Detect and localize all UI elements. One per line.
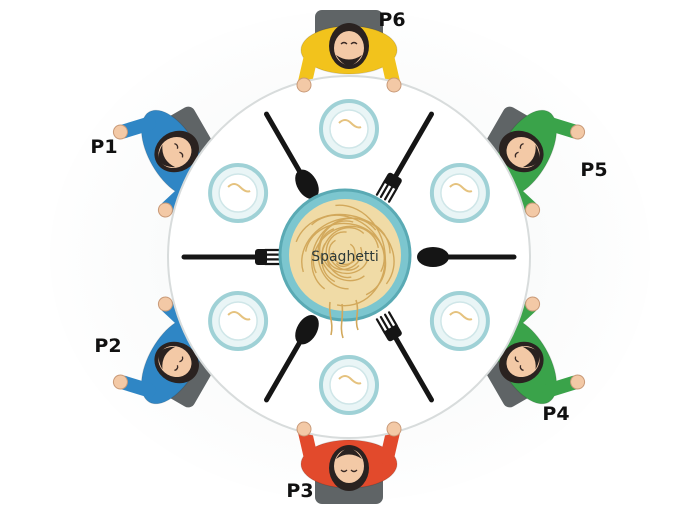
hands-p5 bbox=[525, 124, 586, 218]
face bbox=[334, 449, 364, 483]
eyes bbox=[514, 356, 524, 372]
eyes bbox=[174, 356, 184, 372]
right-hand bbox=[386, 77, 402, 93]
left-hand bbox=[570, 374, 586, 390]
eyes bbox=[340, 41, 358, 45]
utensils bbox=[181, 111, 517, 403]
right-hand bbox=[570, 124, 586, 140]
spoon-bowl bbox=[295, 169, 319, 200]
plate-p5 bbox=[429, 163, 490, 223]
fork-5 bbox=[181, 248, 283, 266]
plate-p4 bbox=[429, 291, 490, 351]
spaghetti-bowl: Spaghetti bbox=[278, 188, 412, 339]
pasta-sauce bbox=[449, 311, 473, 321]
face bbox=[158, 345, 192, 378]
hands-p2 bbox=[112, 296, 173, 390]
philosopher-p3 bbox=[298, 425, 400, 504]
pasta-sauce bbox=[227, 183, 251, 193]
plate-p3 bbox=[319, 355, 379, 415]
spoon-6 bbox=[264, 111, 319, 200]
plates bbox=[208, 99, 490, 415]
left-hand bbox=[157, 296, 173, 312]
plate-p2 bbox=[208, 291, 269, 351]
fork-1 bbox=[375, 111, 434, 203]
fork-3 bbox=[375, 311, 434, 403]
face bbox=[506, 136, 540, 169]
spoon-4 bbox=[264, 314, 319, 403]
hands-p4 bbox=[525, 296, 586, 390]
beard bbox=[336, 448, 362, 459]
noodle-strands bbox=[295, 204, 395, 307]
pasta-sauce bbox=[449, 183, 473, 193]
beard bbox=[336, 55, 362, 66]
right-hand bbox=[112, 374, 128, 390]
right-hand bbox=[296, 421, 312, 437]
eyes bbox=[174, 142, 184, 158]
label-p3: P3 bbox=[286, 480, 313, 502]
label-p2: P2 bbox=[94, 335, 121, 357]
pasta-sauce bbox=[338, 119, 362, 129]
fork-handle bbox=[390, 330, 434, 403]
left-hand bbox=[112, 124, 128, 140]
right-arm bbox=[541, 116, 582, 139]
plate-center bbox=[440, 173, 480, 213]
plate-p1 bbox=[208, 163, 269, 223]
beard bbox=[522, 346, 540, 370]
beard bbox=[158, 144, 176, 168]
hands bbox=[112, 77, 586, 437]
hands-p1 bbox=[112, 124, 173, 218]
spoon-bowl bbox=[417, 247, 449, 267]
plate-center bbox=[218, 173, 258, 213]
fork-handle bbox=[390, 111, 434, 184]
spoon-2 bbox=[417, 247, 517, 267]
hanging-noodles bbox=[328, 299, 359, 339]
face bbox=[506, 345, 540, 378]
label-p5: P5 bbox=[580, 159, 607, 181]
philosopher-p6 bbox=[298, 10, 400, 89]
face bbox=[158, 136, 192, 169]
right-arm bbox=[380, 49, 400, 89]
left-hand bbox=[386, 421, 402, 437]
pasta-sauce bbox=[227, 311, 251, 321]
hands-p3 bbox=[296, 421, 402, 437]
spoon-bowl bbox=[295, 314, 319, 345]
beard bbox=[522, 144, 540, 168]
fork-tines bbox=[375, 311, 402, 342]
fork-tines bbox=[255, 248, 283, 266]
plate-p6 bbox=[319, 99, 379, 159]
label-p1: P1 bbox=[90, 136, 117, 158]
plate-center bbox=[329, 365, 369, 405]
beard bbox=[158, 346, 176, 370]
face bbox=[334, 31, 364, 65]
left-hand bbox=[296, 77, 312, 93]
plate-center bbox=[329, 109, 369, 149]
plate-center bbox=[218, 301, 258, 341]
right-hand bbox=[525, 296, 541, 312]
left-arm bbox=[541, 375, 582, 398]
hands-p6 bbox=[296, 77, 402, 93]
label-p4: P4 bbox=[542, 403, 569, 425]
left-hand bbox=[525, 202, 541, 218]
spoon-handle bbox=[264, 330, 308, 403]
left-arm bbox=[116, 116, 157, 139]
spaghetti-label: Spaghetti bbox=[311, 249, 379, 265]
left-arm bbox=[380, 425, 400, 465]
eyes bbox=[340, 469, 358, 473]
eyes bbox=[514, 142, 524, 158]
right-arm bbox=[298, 425, 318, 465]
right-arm bbox=[116, 375, 157, 398]
fork-tines bbox=[375, 172, 402, 203]
plate-center bbox=[440, 301, 480, 341]
right-hand bbox=[157, 202, 173, 218]
pasta-sauce bbox=[338, 375, 362, 385]
spoon-handle bbox=[264, 111, 308, 184]
left-arm bbox=[298, 49, 318, 89]
label-p6: P6 bbox=[378, 9, 405, 31]
